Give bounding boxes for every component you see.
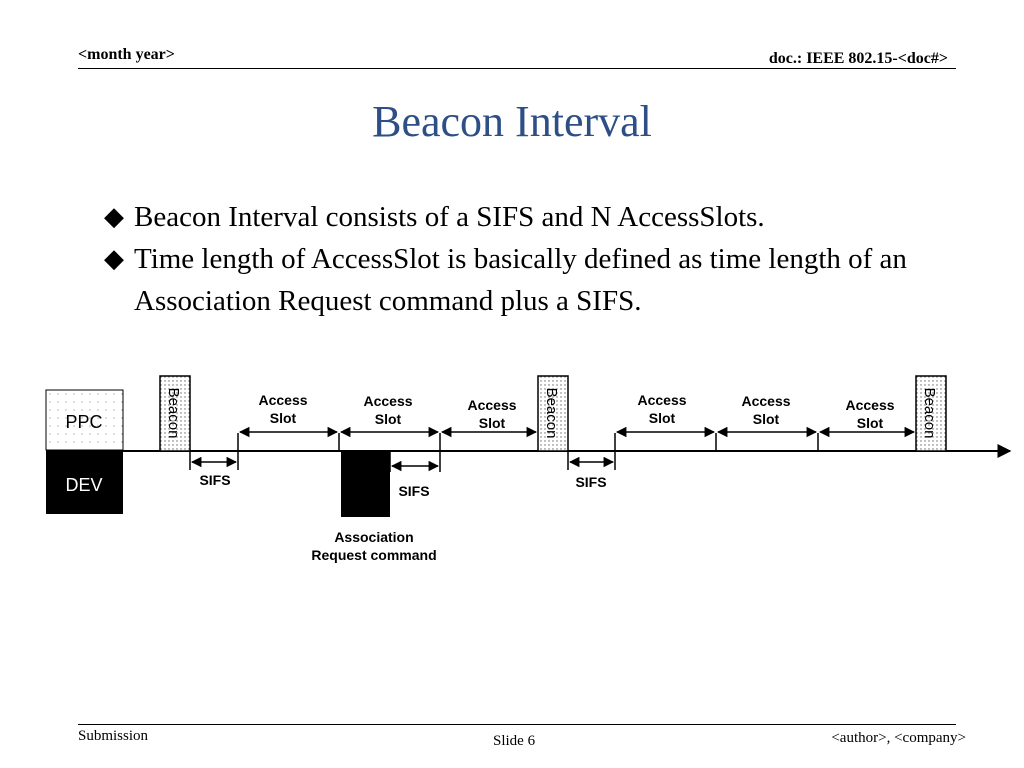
sifs-arrows bbox=[189, 451, 616, 472]
sifs-label: SIFS bbox=[199, 472, 230, 488]
association-request-label: Request command bbox=[311, 547, 436, 563]
association-request-label: Association bbox=[334, 529, 413, 545]
access-slot-label: Access bbox=[845, 397, 894, 413]
footer-author: <author>, <company> bbox=[831, 730, 966, 746]
association-request-block bbox=[341, 451, 390, 517]
ppc-label: PPC bbox=[65, 412, 102, 432]
slide-number: Slide 6 bbox=[493, 733, 536, 749]
access-slot-label: Slot bbox=[375, 411, 402, 427]
slot-boundary-ticks bbox=[237, 433, 819, 451]
ppc-box bbox=[45, 389, 124, 451]
access-slot-label: Access bbox=[258, 392, 307, 408]
footer-submission: Submission bbox=[78, 728, 149, 744]
sifs-label: SIFS bbox=[398, 483, 429, 499]
dev-label: DEV bbox=[65, 475, 102, 495]
access-slot-label: Access bbox=[637, 392, 686, 408]
header-date: <month year> bbox=[78, 46, 175, 63]
beacon-block: Beacon bbox=[915, 375, 947, 452]
beacon-label: Beacon bbox=[543, 388, 560, 439]
diamond-bullet-icon: ◆ bbox=[104, 244, 124, 273]
bullet-item: ◆ Time length of AccessSlot is basically… bbox=[104, 238, 984, 322]
access-slot-label: Access bbox=[363, 393, 412, 409]
slide-title: Beacon Interval bbox=[372, 97, 652, 146]
beacon-label: Beacon bbox=[921, 388, 938, 439]
access-slot-label: Slot bbox=[270, 410, 297, 426]
footer-rule bbox=[78, 724, 956, 725]
sifs-label: SIFS bbox=[575, 474, 606, 490]
access-slot-label: Slot bbox=[857, 415, 884, 431]
access-slot-label: Access bbox=[467, 397, 516, 413]
access-slot-label: Slot bbox=[649, 410, 676, 426]
bullet-item: ◆ Beacon Interval consists of a SIFS and… bbox=[104, 196, 984, 238]
beacon-block: Beacon bbox=[159, 375, 191, 452]
beacon-block: Beacon bbox=[537, 375, 569, 452]
beacon-label: Beacon bbox=[165, 388, 182, 439]
bullet-list: ◆ Beacon Interval consists of a SIFS and… bbox=[104, 196, 984, 322]
bullet-text: Time length of AccessSlot is basically d… bbox=[134, 243, 907, 317]
dev-box bbox=[46, 450, 123, 514]
header-rule bbox=[78, 68, 956, 69]
access-slot-label: Slot bbox=[753, 411, 780, 427]
bullet-text: Beacon Interval consists of a SIFS and N… bbox=[134, 201, 765, 233]
header-doc-id: doc.: IEEE 802.15-<doc#> bbox=[768, 50, 948, 67]
diamond-bullet-icon: ◆ bbox=[104, 202, 124, 231]
access-slot-label: Slot bbox=[479, 415, 506, 431]
access-slot-label: Access bbox=[741, 393, 790, 409]
